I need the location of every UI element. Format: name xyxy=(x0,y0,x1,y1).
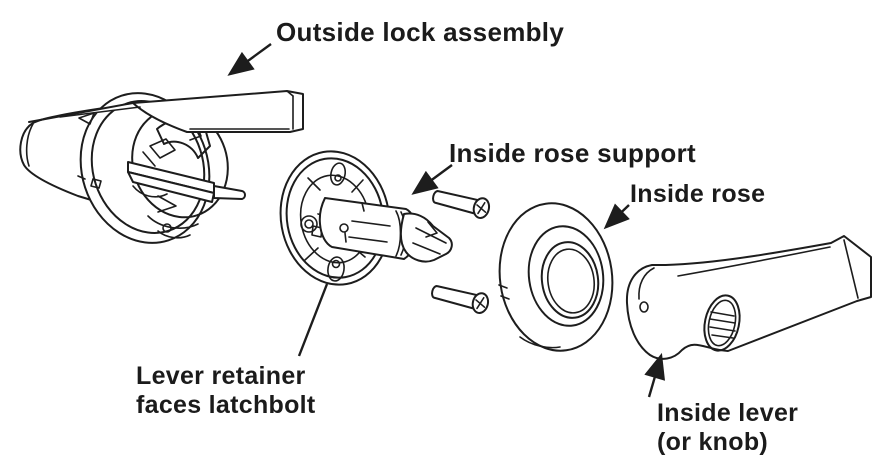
mounting-screw-top xyxy=(432,190,491,219)
label-outside-lock-assembly: Outside lock assembly xyxy=(276,17,565,47)
support-side-hole xyxy=(300,215,318,233)
inside-lever-body xyxy=(625,235,872,360)
arrow-inside-rose-support xyxy=(411,164,453,195)
retainer-sleeve xyxy=(318,197,453,263)
support-screw-hole-top xyxy=(329,162,347,186)
label-inside-rose-support: Inside rose support xyxy=(449,138,696,168)
outside-lever-arm xyxy=(132,90,304,133)
arrow-inside-lever xyxy=(644,352,665,398)
outside-lock-assembly-drawing xyxy=(19,90,304,244)
label-lever-retainer-line1: Lever retainer xyxy=(136,362,306,390)
inside-lever-drawing xyxy=(625,235,872,360)
label-lever-retainer: Lever retainer faces latchbolt xyxy=(136,362,316,420)
inside-rose-drawing xyxy=(498,202,614,352)
support-screw-hole-bottom xyxy=(327,256,345,282)
rose-outer-rim xyxy=(498,202,614,352)
arrow-inside-rose xyxy=(603,203,630,230)
label-inside-lever: Inside lever (or knob) xyxy=(657,399,798,457)
lever-bore-face xyxy=(703,294,741,352)
inside-rose-support-drawing xyxy=(279,150,453,286)
mounting-screw-bottom xyxy=(431,285,490,314)
leader-lever-retainer xyxy=(297,283,329,357)
label-inside-lever-line1: Inside lever xyxy=(657,399,799,427)
outside-spindle xyxy=(127,161,246,203)
leader-arrows xyxy=(227,43,665,398)
label-inside-lever-line2: (or knob) xyxy=(657,428,769,456)
label-lever-retainer-line2: faces latchbolt xyxy=(136,391,316,419)
label-inside-rose: Inside rose xyxy=(630,180,766,208)
lever-set-hole xyxy=(639,301,649,313)
arrow-outside-lock-assembly xyxy=(227,43,272,76)
